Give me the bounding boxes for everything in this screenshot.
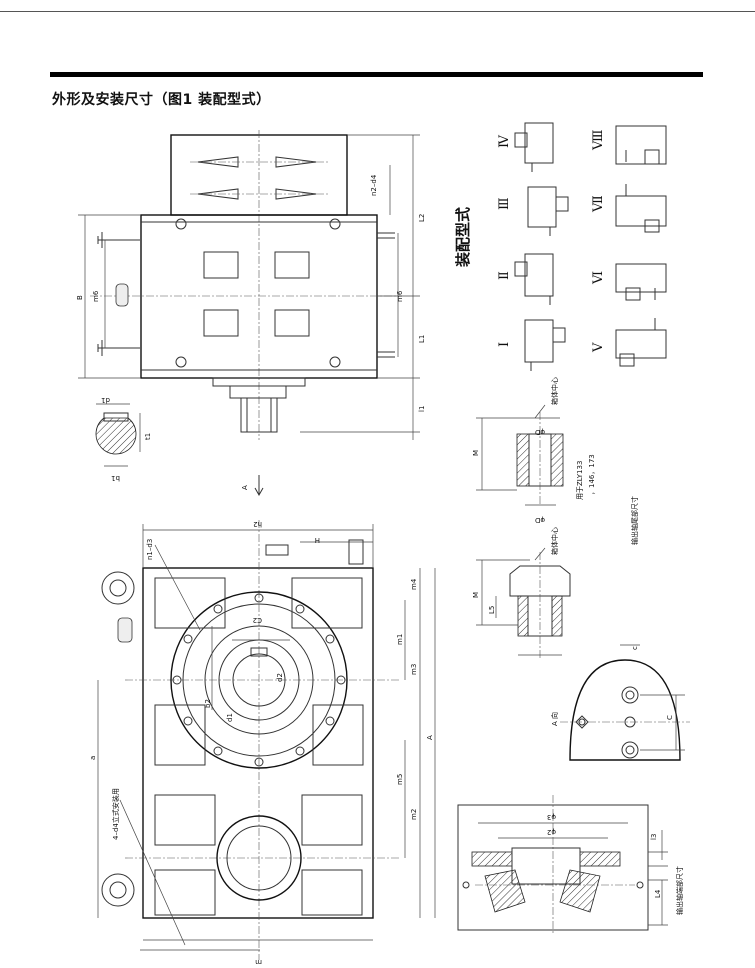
shaft-tail-detail xyxy=(476,404,571,660)
dim-m3: m3 xyxy=(410,664,418,675)
page-title: 外形及安装尺寸（图1 装配型式） xyxy=(52,92,271,108)
dim-L1: L1 xyxy=(418,335,426,343)
note-case-center-1: 箱体中心 xyxy=(550,377,559,405)
note-shaft-end-2: 输出轴端部尺寸 xyxy=(675,866,684,915)
dim-phi2: φ2 xyxy=(547,828,556,836)
roman-I: Ⅰ xyxy=(497,342,512,347)
dim-n1-d3: n1–d3 xyxy=(146,539,154,560)
roman-VI: Ⅵ xyxy=(591,271,606,285)
dim-c2: C2 xyxy=(253,616,262,624)
dim-m5: m5 xyxy=(396,774,404,785)
assembly-types xyxy=(514,122,667,371)
dim-d1: d1 xyxy=(101,396,110,404)
dim-phi3: φ3 xyxy=(547,813,556,821)
dim-m-bottom: m xyxy=(255,958,262,966)
dim-c: c xyxy=(631,646,639,650)
dim-m6-left: m6 xyxy=(92,290,100,302)
note-case-center-2: 箱体中心 xyxy=(550,527,559,555)
top-border-line xyxy=(0,11,755,12)
dim-a: a xyxy=(89,756,97,760)
note-vertical-install: 4–d4立式安装用 xyxy=(111,788,120,840)
label-a-view: A 向 xyxy=(550,712,559,726)
dim-A: A xyxy=(426,735,434,740)
dim-M-1: M xyxy=(472,450,480,456)
a-view xyxy=(560,644,690,761)
front-view xyxy=(97,520,436,960)
dim-b1: b1 xyxy=(111,474,120,482)
roman-III: Ⅲ xyxy=(497,197,512,210)
dim-t1: t1 xyxy=(144,433,152,440)
dim-phi-a: φD xyxy=(535,428,545,436)
roman-VII: Ⅶ xyxy=(591,195,606,213)
dim-n2-d4: n2–d4 xyxy=(370,174,378,196)
note-zly: 用于ZLY133 xyxy=(576,461,584,500)
dim-L4: L4 xyxy=(654,889,662,898)
dim-M-2: M xyxy=(472,592,480,598)
shaft-section xyxy=(95,403,141,467)
dim-phi-b: φD xyxy=(535,516,545,524)
view-arrow-a xyxy=(254,475,264,497)
label-a-arrow: A xyxy=(241,485,249,490)
roman-II: Ⅱ xyxy=(497,271,512,280)
top-view xyxy=(78,130,420,440)
dim-m6-right: m6 xyxy=(396,290,404,302)
dim-L5: L5 xyxy=(488,606,496,614)
roman-IV: Ⅳ xyxy=(497,134,512,148)
dim-m1: m1 xyxy=(396,634,404,645)
output-shaft-section xyxy=(457,795,668,935)
dim-b2: b2 xyxy=(204,699,212,708)
assembly-title: 装配型式 xyxy=(454,207,472,268)
note-zly-2: ，146，173 xyxy=(588,454,596,495)
roman-VIII: Ⅷ xyxy=(591,130,606,151)
dim-B: B xyxy=(76,295,84,300)
dim-m4: m4 xyxy=(410,578,418,590)
dim-H: H xyxy=(315,536,320,544)
dim-l1: l1 xyxy=(418,406,426,412)
dim-d2: d2 xyxy=(276,673,284,682)
dim-h2-top: h2 xyxy=(253,520,262,528)
dim-l3: l3 xyxy=(650,834,658,840)
roman-V: Ⅴ xyxy=(591,342,606,353)
dim-L2: L2 xyxy=(418,214,426,222)
section-rule xyxy=(50,72,703,77)
dim-m2: m2 xyxy=(410,809,418,820)
dim-phi-d1: d1 xyxy=(226,713,234,722)
dim-C: C xyxy=(666,715,674,720)
note-shaft-end-1: 输出轴尾部尺寸 xyxy=(630,496,639,545)
